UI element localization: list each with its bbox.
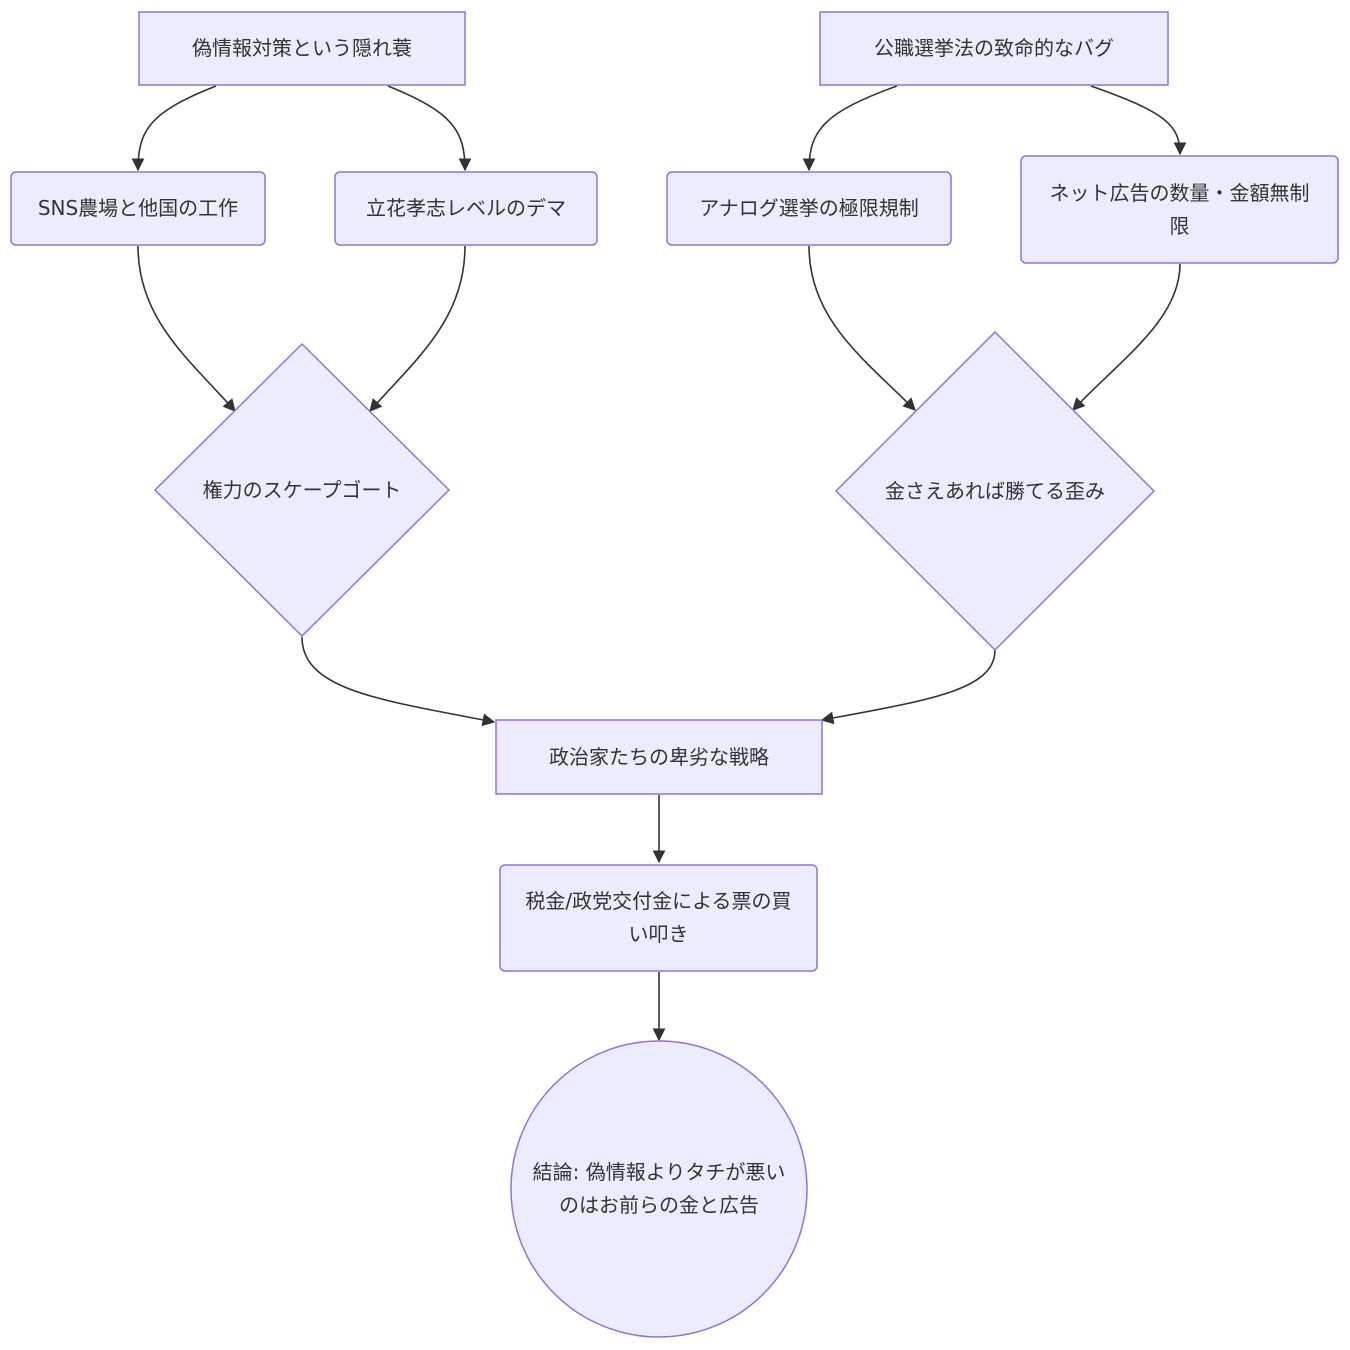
node-sns-farms — [10, 171, 266, 246]
node-label-sns-farms: SNS農場と他国の工作 — [37, 196, 239, 220]
node-label-scapegoat: 権力のスケープゴート — [202, 477, 402, 502]
node-label-vote-buying: 税金/政党交付金による票の買い叩き — [525, 889, 792, 946]
edge-a-to-a2 — [387, 85, 472, 172]
edges-layer — [131, 85, 1187, 1042]
edge-c-to-e — [301, 636, 496, 727]
edge-b-to-b2 — [1090, 85, 1187, 156]
edge-b-to-b1 — [802, 85, 898, 172]
node-election-law-bug — [819, 11, 1169, 86]
edge-a2-to-c — [369, 245, 466, 412]
node-politicians-strategy — [495, 719, 823, 795]
edge-d-to-e — [820, 649, 996, 725]
edge-a1-to-c — [137, 245, 236, 412]
node-label-election-law-bug: 公職選挙法の致命的なバグ — [874, 36, 1114, 60]
edge-a-to-a1 — [131, 85, 217, 172]
node-disinfo-cover — [138, 11, 466, 86]
node-label-analog-regulation: アナログ選挙の極限規制 — [699, 196, 919, 220]
node-label-money-distortion: 金さえあれば勝てる歪み — [885, 478, 1105, 503]
node-tachibana-hoax — [334, 171, 598, 246]
node-net-ads-unlimited — [1020, 155, 1339, 264]
nodes-layer — [10, 11, 1339, 1338]
node-label-net-ads-unlimited: ネット広告の数量・金額無制限 — [1049, 180, 1310, 238]
node-label-politicians-strategy: 政治家たちの卑劣な戦略 — [549, 744, 769, 769]
node-label-disinfo-cover: 偽情報対策という隠れ蓑 — [192, 36, 412, 60]
decision-money-distortion — [834, 330, 1156, 652]
node-label-conclusion: 結論: 偽情報よりタチが悪いのはお前らの金と広告 — [532, 1160, 786, 1217]
node-label-tachibana-hoax: 立花孝志レベルのデマ — [366, 196, 566, 220]
node-analog-regulation — [666, 171, 952, 246]
edge-b2-to-d — [1072, 263, 1181, 411]
edge-b1-to-d — [808, 245, 916, 411]
decision-scapegoat — [153, 342, 451, 638]
node-conclusion — [510, 1040, 808, 1338]
node-vote-buying — [499, 864, 818, 972]
